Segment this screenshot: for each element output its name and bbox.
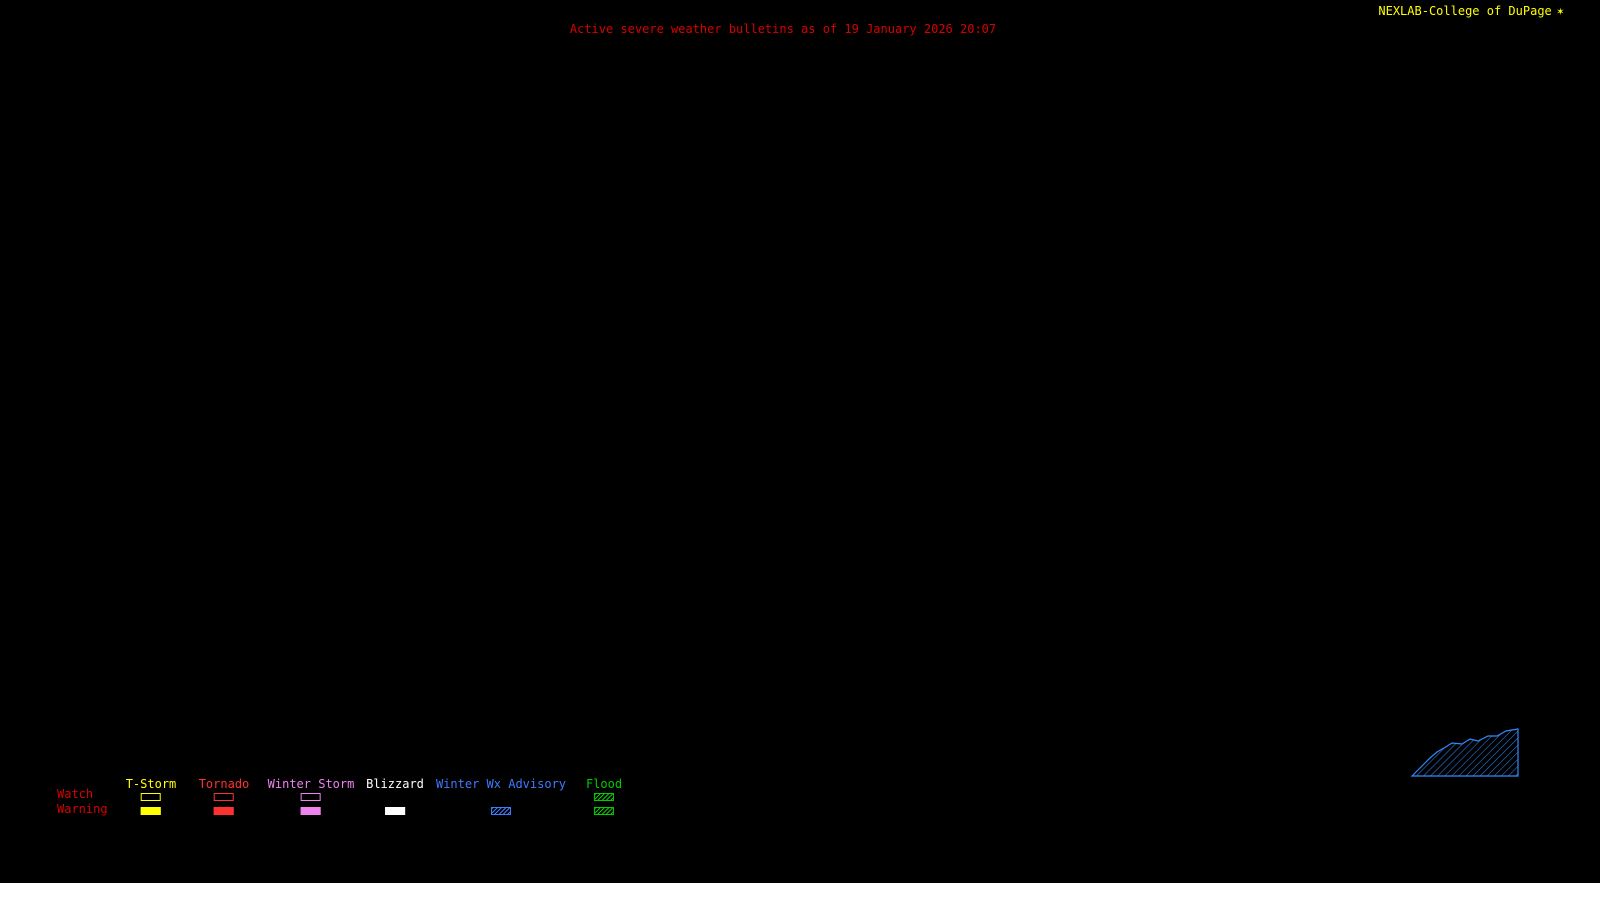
legend-category-label-winter-storm: Winter Storm [267,777,355,791]
legend-swatch-tornado-warning [213,807,234,815]
winter-wx-advisory-region [1410,728,1519,777]
legend-category-label-winter-wx-advisory: Winter Wx Advisory [435,777,567,791]
legend-swatch-flood-warning [594,807,614,815]
legend-category-label-tornado: Tornado [198,777,250,791]
legend-swatch-winter-wx-advisory-warning [490,807,511,815]
legend-swatch-tornado-watch [213,793,234,801]
brand-text: NEXLAB-College of DuPage [1378,4,1552,18]
legend-category-tornado: Tornado [198,777,250,815]
legend-category-label-blizzard: Blizzard [366,777,424,791]
legend-swatch-flood-watch [594,793,614,801]
legend-swatch-t-storm-warning [140,807,161,815]
legend-category-flood: Flood [586,777,622,815]
legend-category-winter-wx-advisory: Winter Wx Advisory [436,777,566,815]
legend-category-blizzard: Blizzard [366,777,424,815]
legend-swatch-winter-storm-watch [300,793,321,801]
legend-watch-row-label: Watch [57,787,94,801]
legend-category-t-storm: T-Storm [125,777,177,815]
legend-swatch-blizzard-warning [384,807,405,815]
brand-logo-icon: ✶ [1556,4,1564,18]
legend-swatch-t-storm-watch [140,793,161,801]
legend-category-label-flood: Flood [585,777,623,791]
legend-swatch-winter-storm-warning [300,807,321,815]
brand: NEXLAB-College of DuPage ✶ [1378,4,1564,18]
legend-warning-row-label: Warning [57,802,108,816]
legend-category-label-t-storm: T-Storm [125,777,177,791]
map-title: Active severe weather bulletins as of 19… [569,22,997,36]
footer-strip [0,883,1600,900]
legend-category-winter-storm: Winter Storm [267,777,355,815]
